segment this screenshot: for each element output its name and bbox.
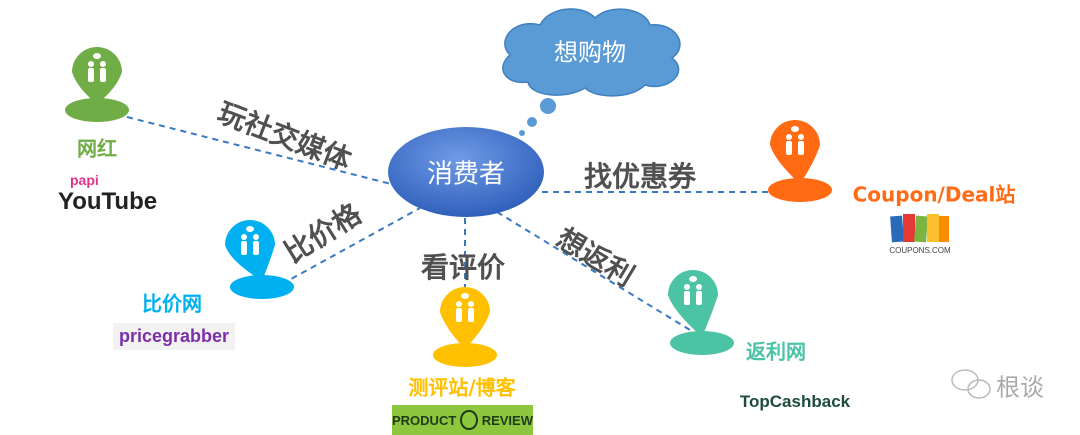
- connector-lines: [126, 116, 772, 331]
- center-label: 消费者: [426, 159, 506, 190]
- node-label-coupon-site: Coupon/Deal站: [852, 182, 1016, 207]
- wechat-icon: [951, 369, 991, 399]
- review-text: REVIEW: [481, 412, 533, 428]
- watermark: 根谈: [996, 373, 1044, 402]
- node-label-review-site: 测评站/博客: [408, 375, 516, 400]
- edge-label-coupon: 找优惠券: [583, 160, 697, 193]
- node-label-influencer: 网红: [77, 136, 117, 161]
- node-label-price-compare: 比价网: [142, 291, 202, 316]
- consumer-ellipse: [388, 127, 544, 217]
- product-text: PRODUCT: [392, 412, 457, 428]
- edge-label-review: 看评价: [420, 251, 506, 284]
- thought-label: 想购物: [554, 38, 626, 67]
- review-icon: [460, 410, 478, 430]
- productreview-logo: PRODUCT REVIEW: [392, 405, 533, 435]
- topcashback-logo: TopCashback: [739, 392, 851, 411]
- map-pin-icon: [225, 220, 294, 299]
- pricegrabber-logo: pricegrabber: [113, 323, 235, 350]
- youtube-text: YouTube: [58, 188, 158, 215]
- line-price: [281, 207, 421, 285]
- map-pin-icon: [768, 120, 832, 202]
- line-social: [126, 116, 396, 186]
- line-cashback: [496, 211, 691, 331]
- map-pin-icon: [668, 270, 734, 355]
- coupons-logo-text: COUPONS.COM: [889, 245, 951, 255]
- map-pin-icon: [433, 287, 497, 367]
- coupons-logo: [890, 214, 949, 243]
- papi-text: papi: [70, 172, 99, 188]
- map-pin-icon: [65, 47, 129, 122]
- papi-youtube-logo: papi YouTube: [50, 162, 158, 226]
- thought-cloud: [502, 8, 681, 136]
- node-label-cashback-site: 返利网: [746, 339, 806, 364]
